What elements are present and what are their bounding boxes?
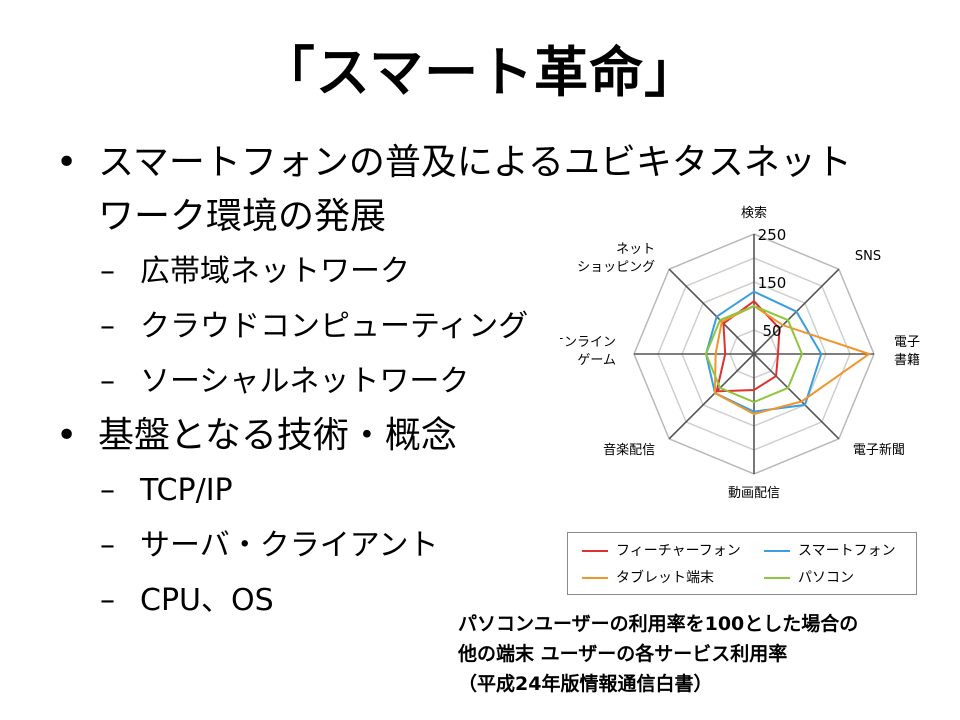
- caption-line: パソコンユーザーの利用率を100とした場合の: [458, 613, 859, 635]
- sub-bullet-item: – クラウドコンピューティング: [48, 299, 898, 354]
- sub-bullet-text: 広帯域ネットワーク: [140, 254, 410, 289]
- legend-label: スマートフォン: [798, 543, 896, 559]
- chart-caption: パソコンユーザーの利用率を100とした場合の 他の端末 ユーザーの各サービス利用…: [458, 609, 958, 699]
- radar-spoke: [668, 268, 755, 355]
- legend-swatch: [582, 577, 608, 579]
- bullet-text-line2: ワーク環境の発展: [98, 196, 387, 237]
- legend-swatch: [764, 550, 790, 552]
- legend-label: パソコン: [798, 570, 854, 586]
- dash-glyph: –: [100, 309, 115, 344]
- radar-spoke: [753, 353, 840, 440]
- axis-label: SNS: [855, 249, 881, 264]
- axis-label: ネット: [616, 242, 655, 257]
- tick-label: 250: [758, 226, 787, 244]
- sub-bullet-item: – サーバ・クライアント: [48, 518, 898, 573]
- sub-bullet-item: – 広帯域ネットワーク: [48, 244, 898, 299]
- axis-label: 電子新聞: [853, 442, 905, 458]
- sub-bullet-text: TCP/IP: [140, 473, 233, 508]
- axis-label: ショッピング: [577, 260, 655, 275]
- sub-bullet-text: サーバ・クライアント: [140, 528, 439, 563]
- sub-bullet-text: ソーシャルネットワーク: [140, 364, 470, 399]
- chart-legend: フィーチャーフォン スマートフォン タブレット端末 パソコン: [567, 532, 917, 595]
- series-line: [704, 304, 804, 404]
- bullet-glyph: •: [56, 142, 78, 183]
- dash-glyph: –: [100, 364, 115, 399]
- axis-label: 音楽配信: [603, 442, 655, 458]
- axis-label: 検索: [741, 206, 767, 221]
- dash-glyph: –: [100, 528, 115, 563]
- axis-label: 動画配信: [728, 486, 780, 501]
- caption-line: （平成24年版情報通信白書）: [458, 673, 713, 695]
- legend-swatch: [582, 550, 608, 552]
- radar-spoke: [668, 353, 755, 440]
- dash-glyph: –: [100, 254, 115, 289]
- legend-label: フィーチャーフォン: [616, 543, 741, 559]
- tick-label: 150: [758, 274, 787, 292]
- sub-bullet-text: CPU、OS: [140, 583, 274, 618]
- bullet-text-line1: スマートフォンの普及によるユビキタスネット: [98, 142, 852, 183]
- bullet-item: • スマートフォンの普及によるユビキタスネット ワーク環境の発展: [48, 136, 898, 244]
- series-line: [715, 299, 781, 393]
- axis-label: 書籍: [894, 352, 920, 368]
- sub-bullet-item: – CPU、OS: [48, 573, 898, 628]
- dash-glyph: –: [100, 473, 115, 508]
- tick-label: 50: [762, 322, 781, 340]
- sub-bullet-text: クラウドコンピューティング: [140, 309, 529, 344]
- axis-label: 電子: [894, 335, 920, 350]
- bullet-glyph: •: [56, 415, 78, 456]
- dash-glyph: –: [100, 583, 115, 618]
- bullet-item: • 基盤となる技術・概念: [48, 409, 898, 463]
- legend-swatch: [764, 577, 790, 579]
- axis-label: ゲーム: [577, 353, 616, 368]
- sub-bullet-item: – TCP/IP: [48, 463, 898, 518]
- slide-title: 「スマート革命」: [260, 41, 700, 104]
- bullet-list: • スマートフォンの普及によるユビキタスネット ワーク環境の発展 – 広帯域ネッ…: [48, 136, 898, 628]
- caption-line: 他の端末 ユーザーの各サービス利用率: [458, 643, 788, 665]
- series-line: [713, 304, 872, 416]
- series-line: [704, 290, 823, 413]
- axis-label: オンライン: [560, 335, 616, 350]
- bullet-text: 基盤となる技術・概念: [98, 415, 457, 456]
- legend-label: タブレット端末: [616, 570, 714, 586]
- sub-bullet-item: – ソーシャルネットワーク: [48, 354, 898, 409]
